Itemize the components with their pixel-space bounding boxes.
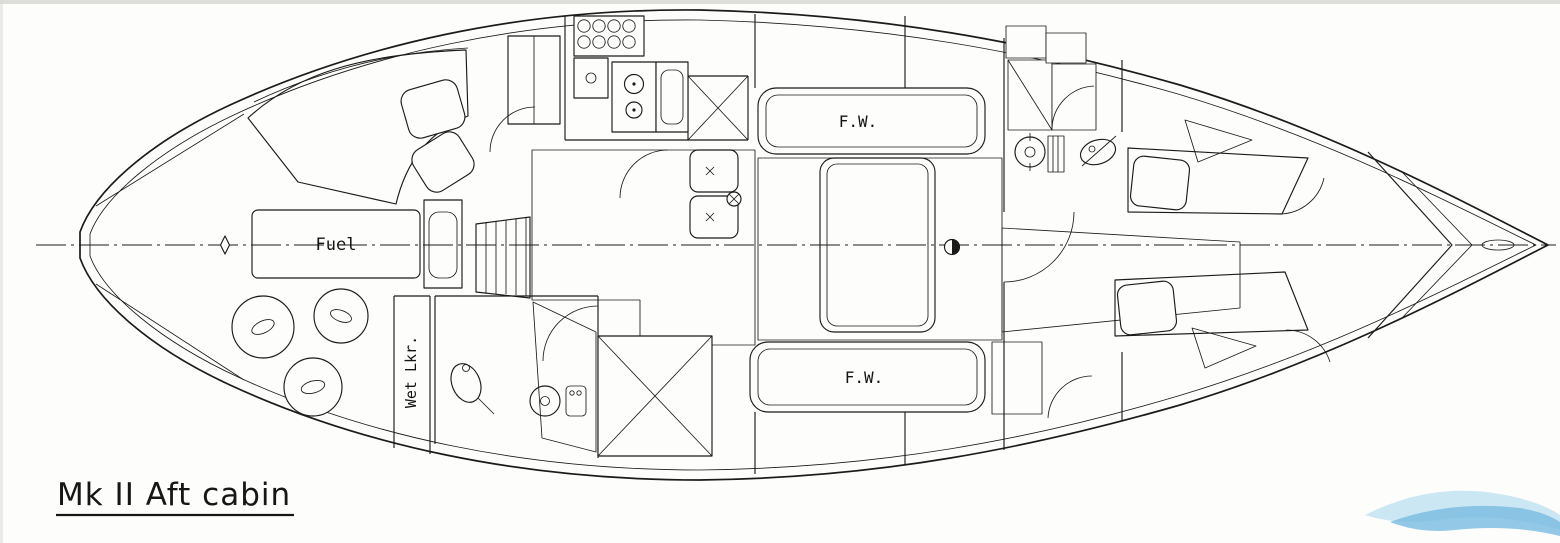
louvered-locker [507, 35, 561, 125]
wet-locker-label: Wet Lkr. [402, 336, 420, 408]
engine-box-outline [423, 199, 463, 289]
louvered-locker [991, 341, 1043, 415]
stern-deck-line [95, 113, 245, 207]
fw-tank-inner [765, 94, 978, 148]
locker-door-arc [1047, 375, 1093, 419]
starboard-lockers [991, 341, 1093, 419]
berth-cushion-hatch [247, 49, 469, 205]
sink-basins [689, 149, 742, 239]
washbasin [1014, 136, 1046, 168]
aft-cabin-berth [247, 49, 475, 205]
fresh-water-tank-starboard [749, 341, 986, 413]
fuel-tank-outline [251, 209, 421, 279]
side-locker-hatch [1184, 119, 1253, 163]
berth-pillow [1129, 155, 1191, 211]
basin-cross [705, 212, 715, 222]
toilet [450, 363, 482, 403]
toilet-handle [477, 397, 495, 415]
stove-burner [625, 101, 643, 119]
quarter-berth [532, 301, 713, 457]
forward-berths [1114, 119, 1331, 369]
fresh-water-tank-port [757, 87, 986, 155]
fw-tank-outline [749, 341, 986, 413]
stern-deck-line [95, 283, 245, 381]
aft-gear-circles [231, 288, 369, 417]
burner-dot [632, 108, 636, 112]
aft-shelf-line [253, 47, 469, 103]
bottle-rack-holes [577, 19, 636, 49]
steps-outline [475, 216, 531, 299]
locker-door-arc [1051, 85, 1095, 129]
vent-circle [313, 288, 369, 344]
fuel-tank [251, 209, 421, 279]
vent-inner [251, 319, 275, 335]
fw-tank-outline [757, 87, 986, 155]
overhead-cabinet [1045, 32, 1087, 64]
sink-basin [660, 69, 684, 125]
basin [689, 149, 739, 193]
stove-burner [623, 73, 645, 95]
companionway-steps [475, 216, 531, 299]
watermark-wave-dark [1390, 505, 1560, 536]
fw-tank-inner [757, 348, 978, 406]
door-swing-arc [489, 106, 536, 153]
washbasin-drain [540, 396, 550, 406]
cabinet-knob [585, 72, 597, 84]
berth-pillow [400, 79, 466, 139]
vent-circle [231, 295, 295, 359]
washbasin [529, 385, 561, 417]
mast-section-fill [952, 239, 960, 255]
toilet-pump [1088, 145, 1096, 153]
fw-tank-label-starboard: F.W. [845, 368, 884, 387]
berth-pillow [411, 131, 475, 193]
rudder-stock-symbol [219, 235, 231, 255]
watermark [1365, 490, 1560, 536]
scan-edge-left [0, 0, 3, 543]
berth-diagonal [597, 335, 713, 457]
vent-circle [283, 357, 343, 417]
icebox-cross [687, 75, 749, 141]
berth-pillow [1116, 280, 1178, 336]
stove [611, 61, 657, 133]
tap [576, 390, 582, 396]
vberth-cushion-starboard [1114, 271, 1309, 337]
engine-box [423, 199, 463, 289]
toilet-pump [462, 364, 470, 372]
head-door-swing-arc [542, 305, 599, 362]
sole-planks-forward [1001, 227, 1241, 333]
tap [569, 390, 575, 396]
quarter-berth-hatch [532, 301, 597, 453]
aft-head [434, 295, 599, 458]
basin [689, 195, 739, 239]
head-cabinet [1047, 135, 1065, 173]
drawing-title: Mk II Aft cabin [57, 477, 291, 513]
locker-diagonal [1007, 59, 1053, 131]
vent-inner [330, 309, 352, 323]
drain-cross [728, 193, 740, 205]
bulkheads [489, 14, 1123, 474]
galley-cabinet [573, 57, 609, 99]
wet-locker [393, 295, 431, 454]
galley [564, 15, 749, 141]
vanity-cabinet [565, 385, 587, 417]
head-locker [1051, 63, 1097, 131]
fw-tank-label-port: F.W. [839, 112, 878, 131]
forward-head [1005, 25, 1117, 173]
burner-dot [632, 82, 636, 86]
side-locker-hatch [1191, 327, 1257, 369]
fuel-tank-label: Fuel [316, 235, 357, 255]
basin-cross [705, 166, 715, 176]
title-block: Mk II Aft cabin [56, 477, 294, 517]
berth-end-arc [1285, 329, 1331, 363]
washbasin-drain [1024, 146, 1036, 158]
door-swing-arc [619, 149, 669, 199]
berth-end-arc [1279, 177, 1325, 215]
door-swing-arc [1003, 211, 1075, 283]
overhead-cabinet [1005, 25, 1047, 59]
chain-locker-bulkhead [1367, 151, 1453, 339]
toilet-handle [1081, 135, 1117, 167]
scan-edge-top [0, 0, 1560, 4]
vent-inner [300, 379, 326, 395]
